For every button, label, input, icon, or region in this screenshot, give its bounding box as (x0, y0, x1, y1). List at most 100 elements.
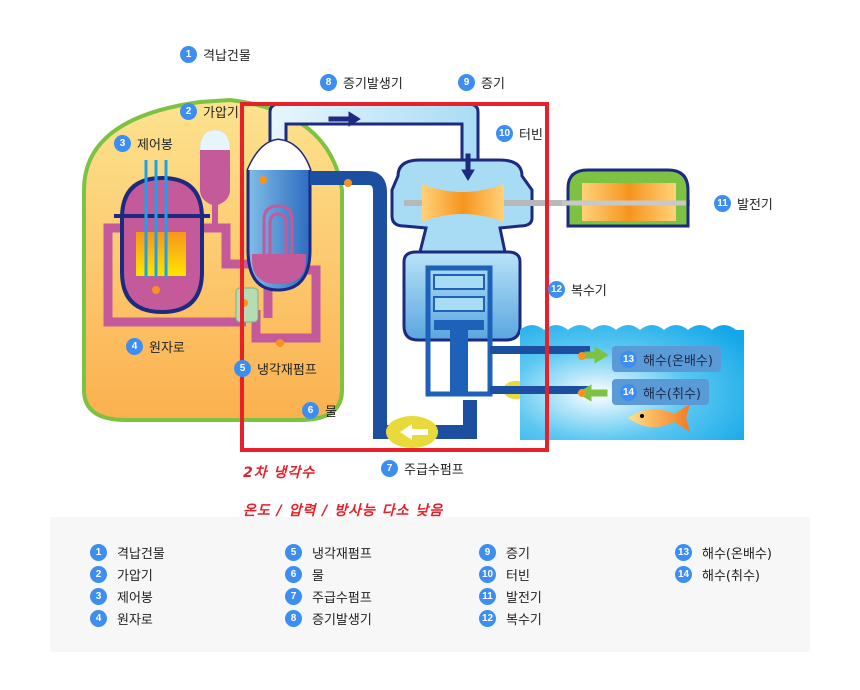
badge: 7 (285, 587, 302, 605)
label-generator: 11 발전기 (714, 194, 773, 213)
legend-text: 격납건물 (117, 546, 165, 562)
legend-item: 9 증기 (479, 541, 542, 563)
legend-item: 2 가압기 (90, 563, 165, 585)
label-text: 냉각재펌프 (257, 363, 317, 378)
label-text: 가압기 (203, 106, 239, 121)
legend-text: 발전기 (506, 590, 542, 606)
legend-column-4: 13 해수(온배수) 14 해수(취수) (675, 541, 772, 585)
diagram-graphic (82, 97, 744, 452)
badge: 9 (479, 543, 496, 561)
legend-text: 복수기 (506, 612, 542, 628)
legend-text: 증기 (506, 546, 530, 562)
legend-text: 냉각재펌프 (312, 546, 372, 562)
badge-10: 10 (496, 125, 513, 142)
label-text: 원자로 (149, 341, 185, 356)
legend-item: 8 증기발생기 (285, 607, 372, 629)
label-text: 해수(온배수) (643, 353, 713, 369)
badge-8: 8 (320, 74, 337, 91)
intake-arrow (577, 384, 608, 402)
label-turbine: 10 터빈 (496, 124, 543, 143)
label-text: 증기발생기 (343, 77, 403, 92)
label-containment: 1 격납건물 (180, 45, 251, 64)
badge: 8 (285, 609, 302, 627)
legend-item: 10 터빈 (479, 563, 542, 585)
badge: 13 (675, 543, 692, 561)
badge: 11 (479, 587, 496, 605)
legend-text: 증기발생기 (312, 612, 372, 628)
pressurizer (200, 130, 230, 228)
badge-3: 3 (114, 135, 131, 152)
legend-item: 11 발전기 (479, 585, 542, 607)
badge-9: 9 (458, 74, 475, 91)
label-text: 제어봉 (137, 138, 173, 153)
annotation-secondary-coolant: 2차 냉각수 (243, 465, 316, 481)
label-text: 터빈 (519, 128, 543, 143)
badge-2: 2 (180, 103, 197, 120)
badge: 2 (90, 565, 107, 583)
feedwater-pump (386, 416, 438, 448)
label-text: 격납건물 (203, 49, 251, 64)
label-steam: 9 증기 (458, 73, 505, 92)
legend-text: 원자로 (117, 612, 153, 628)
badge-11: 11 (714, 195, 731, 212)
badge: 1 (90, 543, 107, 561)
label-text: 발전기 (737, 198, 773, 213)
badge-4: 4 (126, 338, 143, 355)
annotation-properties: 온도 / 압력 / 방사능 다소 낮음 (243, 503, 444, 519)
legend-text: 가압기 (117, 568, 153, 584)
legend-item: 13 해수(온배수) (675, 541, 772, 563)
generator (562, 168, 690, 228)
legend-item: 7 주급수펌프 (285, 585, 372, 607)
badge-6: 6 (302, 402, 319, 419)
label-text: 해수(취수) (643, 386, 701, 402)
legend-item: 1 격납건물 (90, 541, 165, 563)
badge-1: 1 (180, 46, 197, 63)
label-text: 증기 (481, 77, 505, 92)
label-condenser: 12 복수기 (548, 280, 607, 299)
badge: 14 (675, 565, 692, 583)
label-text: 복수기 (571, 284, 607, 299)
badge: 12 (479, 609, 496, 627)
condenser (402, 250, 590, 399)
badge: 10 (479, 565, 496, 583)
legend-text: 물 (312, 568, 324, 584)
label-text: 물 (325, 405, 337, 420)
feedwater-loop (310, 171, 477, 439)
label-reactor: 4 원자로 (126, 337, 185, 356)
badge-14: 14 (620, 383, 637, 401)
fish-icon (628, 404, 690, 432)
legend-text: 해수(취수) (702, 568, 760, 584)
badge: 5 (285, 543, 302, 561)
label-pressurizer: 2 가압기 (180, 102, 239, 121)
badge-12: 12 (548, 281, 565, 298)
badge: 6 (285, 565, 302, 583)
label-feedwater-pump: 7 주급수펌프 (381, 459, 464, 478)
outflow-arrow (578, 346, 609, 364)
legend-text: 제어봉 (117, 590, 153, 606)
legend-column-3: 9 증기 10 터빈 11 발전기 12 복수기 (479, 541, 542, 629)
legend-text: 터빈 (506, 568, 530, 584)
legend-text: 해수(온배수) (702, 546, 772, 562)
steam-generator (246, 138, 312, 292)
label-control-rods: 3 제어봉 (114, 134, 173, 153)
secondary-loop-highlight (240, 102, 549, 452)
label-text: 주급수펌프 (404, 463, 464, 478)
label-coolant-pump: 5 냉각재펌프 (234, 359, 317, 378)
label-steam-generator: 8 증기발생기 (320, 73, 403, 92)
badge-7: 7 (381, 460, 398, 477)
legend-text: 주급수펌프 (312, 590, 372, 606)
legend-item: 12 복수기 (479, 607, 542, 629)
badge-5: 5 (234, 360, 251, 377)
label-intake-seawater: 14 해수(취수) (612, 379, 709, 405)
legend-item: 14 해수(취수) (675, 563, 772, 585)
coolant-pump (235, 287, 259, 323)
